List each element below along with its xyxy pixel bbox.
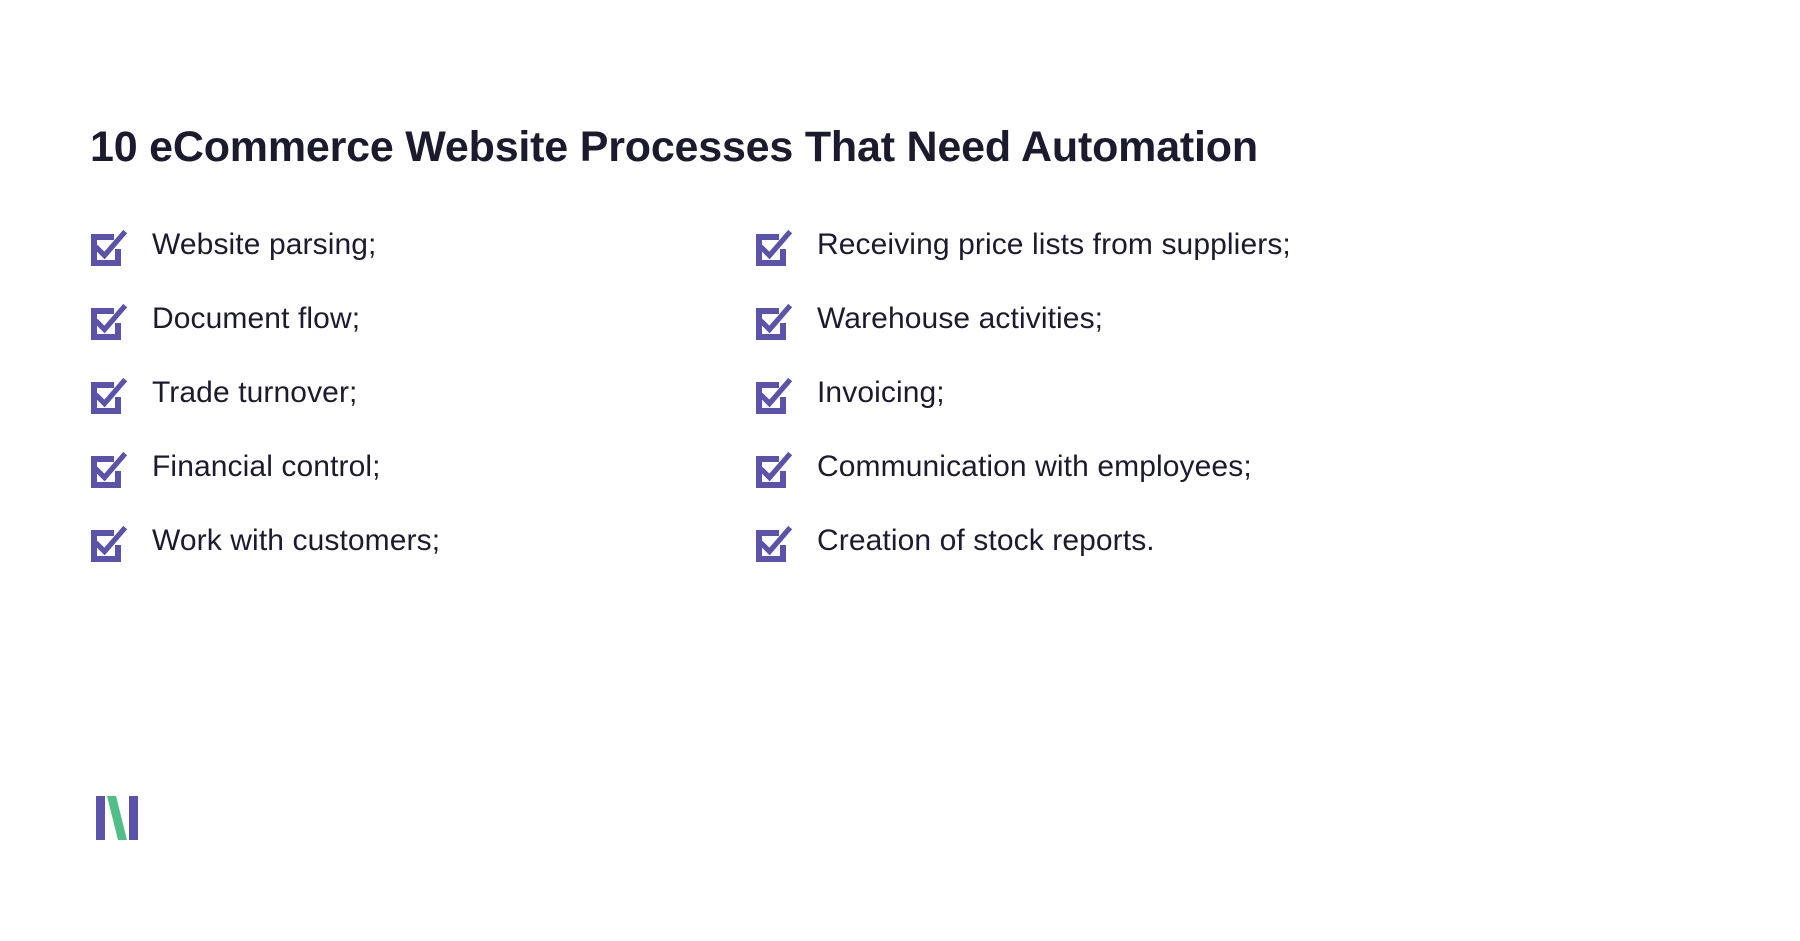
list-item: Receiving price lists from suppliers; [753,226,1713,300]
list-item: Warehouse activities; [753,300,1713,374]
page-title: 10 eCommerce Website Processes That Need… [90,122,1258,171]
checkbox-checked-icon [753,303,793,340]
checkbox-checked-icon [88,303,128,340]
n-monogram-logo [96,796,138,840]
list-item-label: Invoicing; [817,376,945,409]
list-item: Creation of stock reports. [753,522,1713,596]
checkbox-checked-icon [88,525,128,562]
list-item: Financial control; [88,448,728,522]
list-item-label: Work with customers; [152,524,441,557]
checkbox-checked-icon [753,377,793,414]
checklist-column-right: Receiving price lists from suppliers; Wa… [753,226,1713,596]
checkbox-checked-icon [753,229,793,266]
list-item: Website parsing; [88,226,728,300]
list-item: Document flow; [88,300,728,374]
checklist-column-left: Website parsing; Document flow; [88,226,728,596]
checkbox-checked-icon [88,229,128,266]
list-item-label: Financial control; [152,450,381,483]
list-item-label: Receiving price lists from suppliers; [817,228,1291,261]
list-item-label: Trade turnover; [152,376,358,409]
list-item: Trade turnover; [88,374,728,448]
list-item-label: Communication with employees; [817,450,1252,483]
checkbox-checked-icon [753,525,793,562]
list-item-label: Creation of stock reports. [817,524,1155,557]
list-item-label: Document flow; [152,302,361,335]
list-item: Work with customers; [88,522,728,596]
list-item: Communication with employees; [753,448,1713,522]
checkbox-checked-icon [88,377,128,414]
list-item-label: Website parsing; [152,228,377,261]
checkbox-checked-icon [753,451,793,488]
list-item: Invoicing; [753,374,1713,448]
list-item-label: Warehouse activities; [817,302,1104,335]
checkbox-checked-icon [88,451,128,488]
